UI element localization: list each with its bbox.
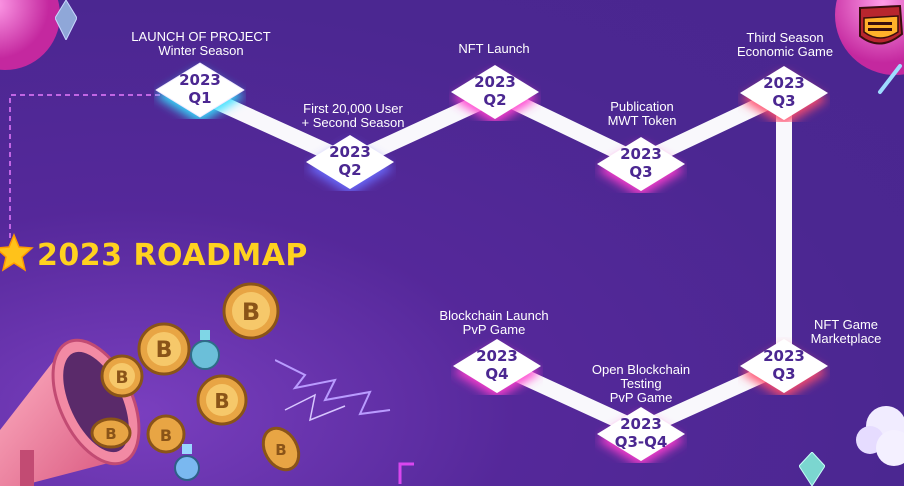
svg-text:B: B: [105, 425, 116, 443]
lightning-icon: [275, 359, 391, 422]
page-title: 2023 ROADMAP: [37, 238, 308, 273]
svg-text:B: B: [214, 389, 229, 413]
megaphone-icon: [0, 338, 141, 486]
neon-shape-decoration: [878, 64, 902, 94]
pink-planet-decoration: [0, 0, 60, 70]
crystal-icon: [799, 452, 825, 486]
svg-text:B: B: [242, 298, 260, 326]
svg-text:B: B: [156, 338, 173, 363]
crystal-icon: [55, 0, 77, 40]
neon-shape-decoration: [398, 462, 414, 484]
bitcoin-coin-icon: B: [90, 417, 132, 449]
bitcoin-coin-icon: B: [261, 426, 301, 472]
potion-flask-icon: [174, 444, 200, 481]
svg-text:B: B: [160, 426, 172, 445]
bitcoin-coin-icon: B: [146, 414, 186, 454]
mage-war-logo-icon: [859, 4, 904, 45]
potion-flask-icon: [190, 330, 220, 370]
bitcoin-coin-icon: B: [196, 374, 248, 426]
cloud-icon: [856, 406, 904, 466]
star-icon: [0, 233, 34, 272]
bitcoin-coin-icon: B: [222, 282, 280, 340]
milestone-caption-3: NFT Launch: [458, 41, 530, 56]
dashed-guide-line: [9, 94, 160, 240]
bitcoin-coin-icon: B: [100, 354, 144, 398]
milestone-caption-2: First 20,000 User+ Second Season: [301, 101, 405, 130]
bitcoin-coin-icon: B: [137, 322, 191, 376]
svg-text:B: B: [116, 368, 129, 388]
svg-text:B: B: [275, 441, 286, 459]
